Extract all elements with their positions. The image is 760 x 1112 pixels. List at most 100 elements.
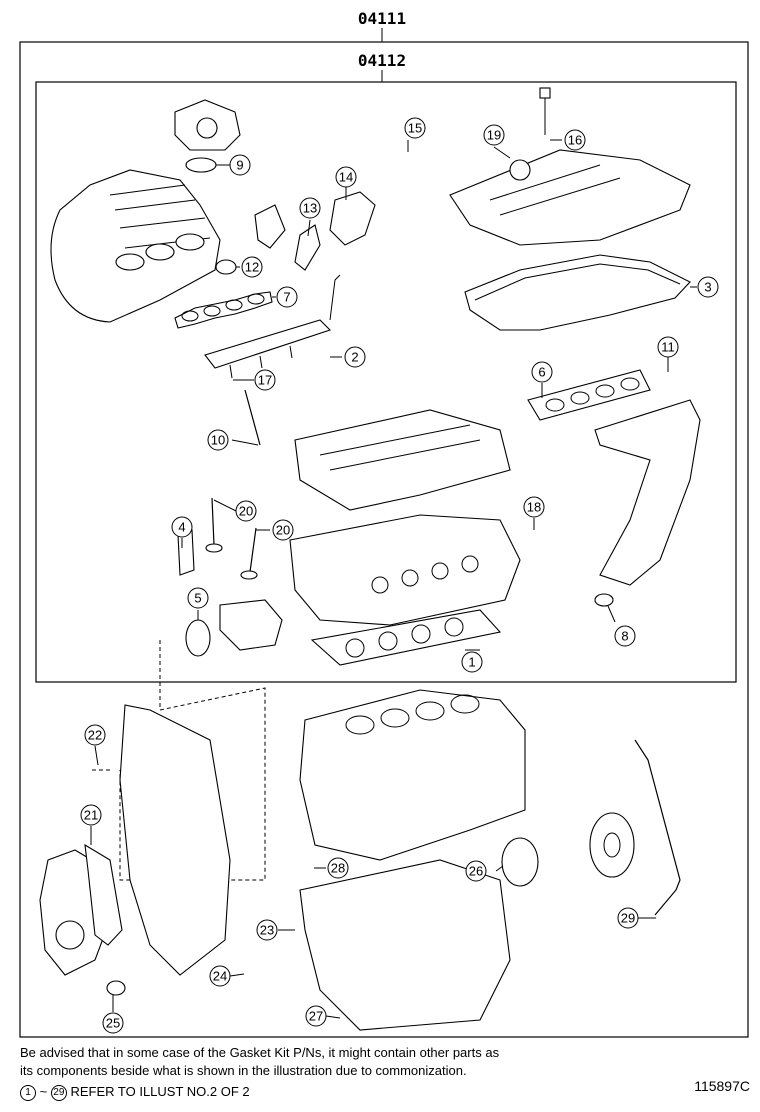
callout-circle-c8 bbox=[614, 625, 636, 647]
inner-kit-code: 04112 bbox=[358, 51, 406, 70]
callout-label-c24: 24 bbox=[213, 969, 227, 984]
outer-kit-frame bbox=[19, 41, 749, 1038]
fuel-rail-sketch bbox=[204, 274, 341, 379]
refer-to-illust-text: REFER TO ILLUST NO.2 OF 2 bbox=[70, 1084, 250, 1099]
callout-label-c15: 15 bbox=[408, 121, 422, 136]
callout-circle-c28 bbox=[327, 857, 349, 879]
callout-label-c10: 10 bbox=[211, 433, 225, 448]
callout-circle-c7 bbox=[276, 286, 298, 308]
cylinder-block-sketch bbox=[299, 689, 526, 861]
callout-label-c28: 28 bbox=[331, 861, 345, 876]
seal-25 bbox=[106, 980, 126, 996]
callout-label-c29: 29 bbox=[621, 911, 635, 926]
callout-label-c16: 16 bbox=[568, 133, 582, 148]
water-outlet-sketch bbox=[177, 529, 283, 651]
callout-label-c8: 8 bbox=[621, 629, 628, 644]
callout-label-c9: 9 bbox=[236, 158, 243, 173]
head-gasket-1 bbox=[310, 609, 502, 666]
callout-group: 1234567891011121314151617181920202122232… bbox=[80, 117, 719, 1034]
callout-circle-c22 bbox=[84, 724, 106, 746]
callout-label-c4: 4 bbox=[178, 520, 185, 535]
leader-lines bbox=[90, 139, 697, 1019]
callout-circle-c11 bbox=[657, 336, 679, 358]
inner-kit-frame bbox=[35, 81, 737, 683]
timing-cover-sketch bbox=[119, 704, 231, 976]
valve-cover-sketch bbox=[449, 87, 691, 246]
seal-5 bbox=[185, 619, 211, 657]
callout-circle-c20b bbox=[272, 519, 294, 541]
callout-circle-c9 bbox=[229, 154, 251, 176]
callout-circle-c25 bbox=[102, 1012, 124, 1034]
callout-circle-c27 bbox=[305, 1005, 327, 1027]
callout-circle-c10 bbox=[207, 429, 229, 451]
callout-label-c21: 21 bbox=[84, 808, 98, 823]
exhaust-manifold-sketch bbox=[594, 399, 701, 586]
callout-circle-c24 bbox=[209, 965, 231, 987]
intake-manifold-sketch bbox=[50, 169, 221, 323]
callout-circle-c29 bbox=[617, 907, 639, 929]
cylinder-head-sketch bbox=[289, 514, 521, 626]
advisory-note-line-2: its components beside what is shown in t… bbox=[20, 1063, 467, 1078]
callout-circle-c20a bbox=[235, 500, 257, 522]
gasket-8-ring bbox=[594, 593, 614, 607]
callout-circle-c1 bbox=[461, 651, 483, 673]
callout-label-c2: 2 bbox=[351, 350, 358, 365]
range-start-callout: 1 bbox=[20, 1084, 36, 1101]
range-end-callout: 29 bbox=[50, 1084, 67, 1101]
illustration-reference: 1 ~ 29 REFER TO ILLUST NO.2 OF 2 bbox=[20, 1084, 250, 1101]
timing-cover-outline bbox=[119, 640, 266, 881]
gasket-3-valve-cover bbox=[464, 254, 691, 331]
gasket-12-ring bbox=[215, 259, 237, 275]
callout-circle-c12 bbox=[241, 256, 263, 278]
flywheel-plate-sketch bbox=[589, 812, 635, 878]
range-separator: ~ bbox=[39, 1084, 48, 1099]
throttle-body-sketch bbox=[174, 99, 241, 151]
callout-circle-c26 bbox=[465, 860, 487, 882]
callout-circle-c6 bbox=[531, 361, 553, 383]
outer-kit-code: 04111 bbox=[358, 9, 406, 28]
callout-circle-c23 bbox=[256, 919, 278, 941]
callout-label-c19: 19 bbox=[487, 128, 501, 143]
callout-label-c22: 22 bbox=[88, 728, 102, 743]
callout-circle-c17 bbox=[254, 369, 276, 391]
oil-dipstick-sketch bbox=[634, 739, 681, 916]
callout-circle-c13 bbox=[299, 197, 321, 219]
callout-label-c17: 17 bbox=[258, 373, 272, 388]
gasket-9-ring bbox=[185, 157, 217, 173]
callout-circle-c14 bbox=[335, 166, 357, 188]
rear-seal-26 bbox=[501, 837, 539, 887]
callout-label-c6: 6 bbox=[538, 365, 545, 380]
callout-circle-c18 bbox=[523, 496, 545, 518]
callout-circle-c2 bbox=[344, 346, 366, 368]
parts-diagram: 04111 04112 bbox=[19, 9, 749, 1038]
gasket-21 bbox=[84, 843, 123, 946]
callout-label-c20a: 20 bbox=[239, 504, 253, 519]
callout-label-c26: 26 bbox=[469, 864, 483, 879]
gasket-6-exhaust bbox=[527, 369, 651, 421]
callout-label-c3: 3 bbox=[704, 280, 711, 295]
callout-label-c27: 27 bbox=[309, 1009, 323, 1024]
callout-circle-c5 bbox=[187, 587, 209, 609]
callout-circle-c16 bbox=[564, 129, 586, 151]
callout-label-c11: 11 bbox=[661, 340, 675, 355]
callout-circle-c21 bbox=[80, 804, 102, 826]
callout-label-c18: 18 bbox=[527, 500, 541, 515]
callout-label-c1: 1 bbox=[468, 655, 475, 670]
callout-label-c14: 14 bbox=[339, 170, 353, 185]
illustration-id: 115897C bbox=[694, 1078, 750, 1094]
advisory-note-line-1: Be advised that in some case of the Gask… bbox=[20, 1045, 500, 1060]
callout-circle-c19 bbox=[483, 124, 505, 146]
callout-label-c7: 7 bbox=[283, 290, 290, 305]
callout-circle-c3 bbox=[697, 276, 719, 298]
valves-sketch bbox=[205, 389, 261, 580]
oil-pan-sketch bbox=[299, 859, 511, 1031]
sensor-13-14-sketch bbox=[254, 191, 376, 271]
callout-label-c5: 5 bbox=[194, 591, 201, 606]
callout-label-c25: 25 bbox=[106, 1016, 120, 1031]
callout-label-c12: 12 bbox=[245, 260, 259, 275]
callout-circle-c15 bbox=[404, 117, 426, 139]
callout-label-c20b: 20 bbox=[276, 523, 290, 538]
gasket-7-intake bbox=[174, 291, 273, 329]
callout-label-c23: 23 bbox=[260, 923, 274, 938]
callout-label-c13: 13 bbox=[303, 201, 317, 216]
